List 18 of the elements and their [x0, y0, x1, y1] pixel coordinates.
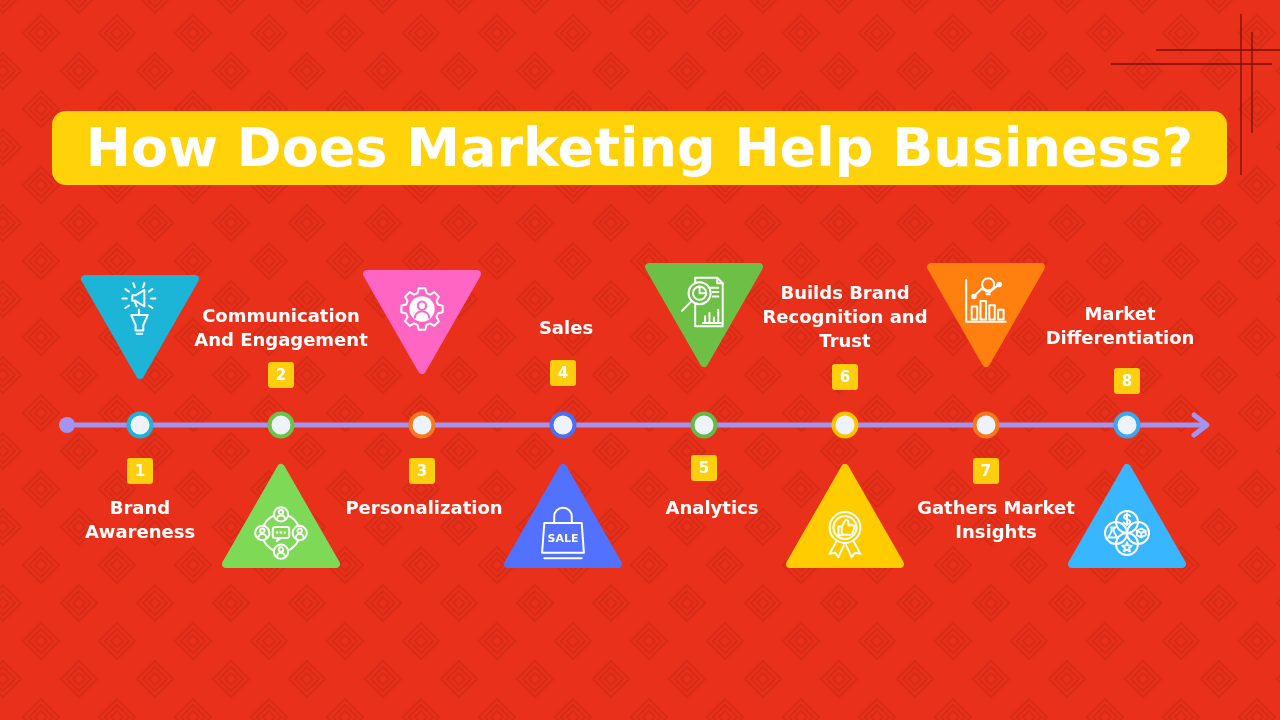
- number-badge: 6: [832, 364, 858, 390]
- number-badge: 2: [268, 362, 294, 388]
- step-caption: Analytics: [664, 496, 760, 520]
- number-badge: 3: [409, 458, 435, 484]
- number-badge: 8: [1114, 368, 1140, 394]
- step-caption: Sales: [537, 316, 595, 340]
- step-caption: Brand Awareness: [83, 496, 197, 544]
- number-badge: 5: [691, 455, 717, 481]
- step-caption: Personalization: [344, 496, 504, 520]
- step-caption: Builds Brand Recognition and Trust: [761, 281, 929, 353]
- number-badge: 7: [973, 458, 999, 484]
- sale-text: SALE: [547, 533, 579, 545]
- number-badge: 1: [127, 458, 153, 484]
- title-banner: How Does Marketing Help Business?: [52, 111, 1227, 185]
- step-caption: Market Differentiation: [1044, 302, 1196, 350]
- step-caption: Communication And Engagement: [193, 304, 369, 352]
- number-badge: 4: [550, 360, 576, 386]
- step-caption: Gathers Market Insights: [916, 496, 1076, 544]
